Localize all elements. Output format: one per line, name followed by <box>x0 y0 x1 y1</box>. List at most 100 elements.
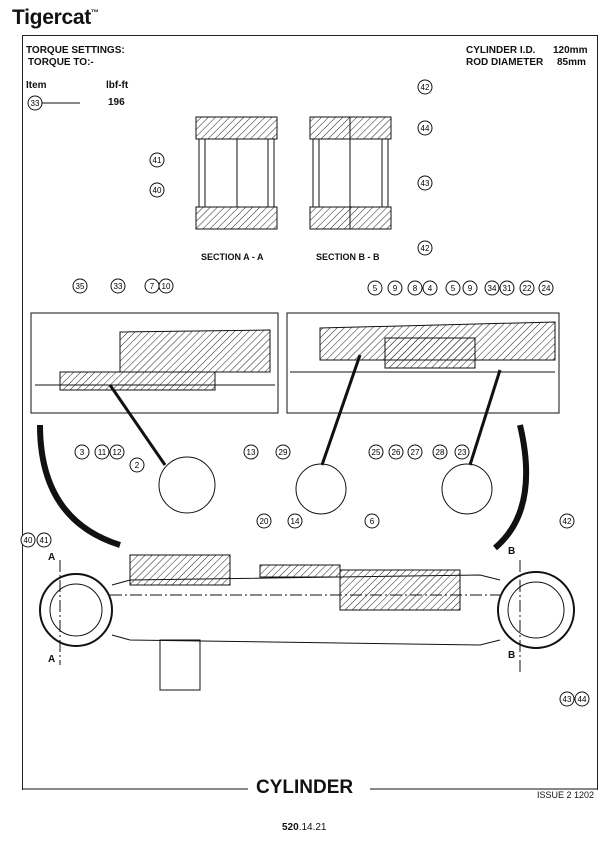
callout-35: 35 <box>72 278 88 294</box>
callout-23: 23 <box>454 444 470 460</box>
svg-text:11: 11 <box>98 448 107 457</box>
svg-text:9: 9 <box>468 284 473 293</box>
svg-text:6: 6 <box>370 517 375 526</box>
callout-4: 4 <box>422 280 438 296</box>
torque-value: 196 <box>108 97 125 108</box>
section-a-mark-top: A <box>48 552 56 563</box>
rod-label: ROD DIAMETER <box>466 57 544 68</box>
page-number: 520.14.21 <box>282 822 327 833</box>
callout-9: 9 <box>387 280 403 296</box>
svg-text:5: 5 <box>373 284 378 293</box>
callout-42: 42 <box>559 513 575 529</box>
svg-text:42: 42 <box>563 517 572 526</box>
callout-33: 33 <box>110 278 126 294</box>
svg-text:8: 8 <box>413 284 418 293</box>
svg-text:42: 42 <box>421 83 430 92</box>
drawing-title: CYLINDER <box>252 777 358 799</box>
callout-5: 5 <box>367 280 383 296</box>
callout-27: 27 <box>407 444 423 460</box>
callout-25: 25 <box>368 444 384 460</box>
svg-text:44: 44 <box>578 695 587 704</box>
section-a-label: SECTION A - A <box>201 252 264 262</box>
svg-text:26: 26 <box>392 448 401 457</box>
callout-22: 22 <box>519 280 535 296</box>
callout-34: 34 <box>484 280 500 296</box>
bore-value: 120mm <box>553 45 588 56</box>
svg-text:10: 10 <box>162 282 171 291</box>
svg-text:7: 7 <box>150 282 155 291</box>
callout-20: 20 <box>256 513 272 529</box>
callout-9: 9 <box>462 280 478 296</box>
section-b-mark-bottom: B <box>508 650 516 661</box>
callout-40: 40 <box>149 182 165 198</box>
torque-col-unit: lbf-ft <box>106 80 129 91</box>
svg-text:24: 24 <box>542 284 551 293</box>
svg-text:29: 29 <box>279 448 288 457</box>
svg-text:14: 14 <box>291 517 300 526</box>
callout-44: 44 <box>574 691 590 707</box>
svg-text:41: 41 <box>40 536 49 545</box>
brand-logo: Tigercat™ <box>12 6 99 29</box>
callout-44: 44 <box>417 120 433 136</box>
svg-text:20: 20 <box>260 517 269 526</box>
svg-text:44: 44 <box>421 124 430 133</box>
svg-text:43: 43 <box>563 695 572 704</box>
callout-10: 10 <box>158 278 174 294</box>
callout-14: 14 <box>287 513 303 529</box>
callout-40: 40 <box>20 532 36 548</box>
svg-text:41: 41 <box>153 156 162 165</box>
svg-text:34: 34 <box>488 284 497 293</box>
callout-43: 43 <box>417 175 433 191</box>
callout-31: 31 <box>499 280 515 296</box>
callout-43: 43 <box>559 691 575 707</box>
callout-8: 8 <box>407 280 423 296</box>
bore-label: CYLINDER I.D. <box>466 45 536 56</box>
svg-text:33: 33 <box>114 282 123 291</box>
rod-value: 85mm <box>557 57 586 68</box>
svg-text:4: 4 <box>428 284 433 293</box>
callout-2: 2 <box>129 457 145 473</box>
callout-13: 13 <box>243 444 259 460</box>
callout-41: 41 <box>149 152 165 168</box>
callout-33: 33 <box>27 95 43 111</box>
section-b-drawing <box>309 116 392 230</box>
svg-text:42: 42 <box>421 244 430 253</box>
svg-text:22: 22 <box>523 284 532 293</box>
svg-text:9: 9 <box>393 284 398 293</box>
callout-26: 26 <box>388 444 404 460</box>
callout-42: 42 <box>417 240 433 256</box>
callout-28: 28 <box>432 444 448 460</box>
torque-sub: TORQUE TO:- <box>28 57 94 68</box>
torque-heading: TORQUE SETTINGS: <box>26 45 125 56</box>
callout-3: 3 <box>74 444 90 460</box>
svg-text:33: 33 <box>31 99 40 108</box>
detail-box-left <box>30 312 279 414</box>
svg-text:2: 2 <box>135 461 140 470</box>
section-b-mark-top: B <box>508 546 516 557</box>
svg-text:40: 40 <box>24 536 33 545</box>
section-a-drawing <box>195 116 278 230</box>
callout-24: 24 <box>538 280 554 296</box>
svg-text:12: 12 <box>113 448 122 457</box>
callout-6: 6 <box>364 513 380 529</box>
svg-text:23: 23 <box>458 448 467 457</box>
detail-box-right <box>286 312 560 414</box>
svg-text:5: 5 <box>451 284 456 293</box>
callout-29: 29 <box>275 444 291 460</box>
section-a-mark-bottom: A <box>48 654 56 665</box>
torque-col-item: Item <box>26 80 47 91</box>
svg-text:13: 13 <box>247 448 256 457</box>
svg-text:31: 31 <box>503 284 512 293</box>
issue-label: ISSUE 2 1202 <box>537 790 595 800</box>
svg-text:3: 3 <box>80 448 85 457</box>
svg-text:28: 28 <box>436 448 445 457</box>
section-b-label: SECTION B - B <box>316 252 380 262</box>
callout-11: 11 <box>94 444 110 460</box>
svg-text:27: 27 <box>411 448 420 457</box>
svg-text:40: 40 <box>153 186 162 195</box>
svg-text:25: 25 <box>372 448 381 457</box>
svg-text:43: 43 <box>421 179 430 188</box>
svg-text:35: 35 <box>76 282 85 291</box>
